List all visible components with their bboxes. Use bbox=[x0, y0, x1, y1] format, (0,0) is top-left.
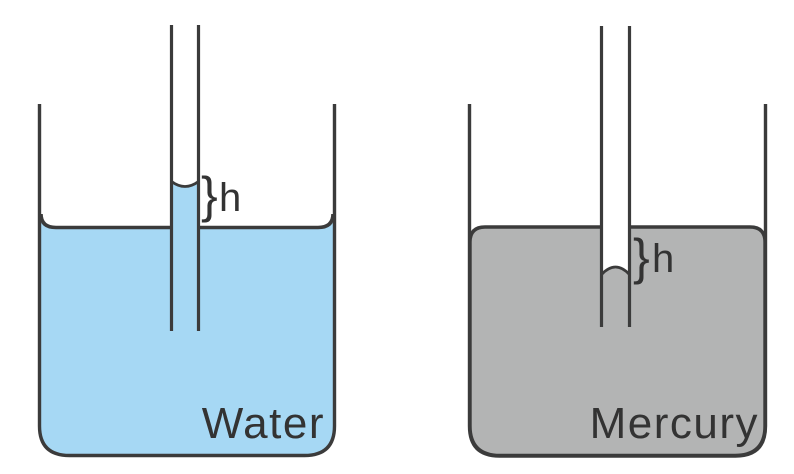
water-surface-line-left bbox=[39, 213, 170, 230]
capillary-air-gap bbox=[603, 223, 628, 274]
mercury-height-brace: } bbox=[633, 229, 650, 285]
water-liquid-label: Water bbox=[202, 399, 325, 448]
water-beaker-outline bbox=[37, 104, 337, 458]
water-fill bbox=[40, 216, 334, 456]
water-beaker-group: } h Water bbox=[37, 25, 337, 458]
capillary-water-column bbox=[173, 183, 197, 232]
water-height-label: h bbox=[219, 176, 241, 220]
water-capillary-tube bbox=[169, 25, 201, 331]
mercury-beaker-outline bbox=[467, 104, 768, 458]
mercury-capillary-tube bbox=[599, 26, 632, 327]
mercury-liquid-label: Mercury bbox=[590, 399, 759, 448]
mercury-beaker-group: } h Mercury bbox=[467, 26, 768, 458]
concave-meniscus bbox=[170, 180, 200, 188]
water-height-brace: } bbox=[201, 167, 218, 223]
convex-meniscus bbox=[600, 265, 631, 276]
mercury-height-label: h bbox=[652, 237, 674, 281]
